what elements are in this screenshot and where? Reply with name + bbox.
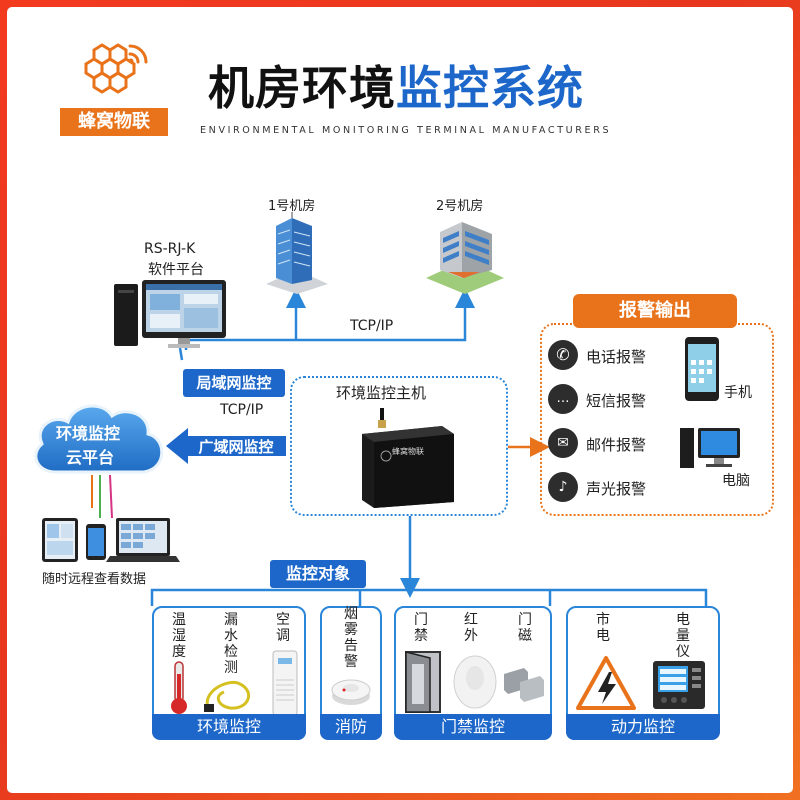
item-power-meter: 电量仪 [676,612,690,660]
pc-icon [680,428,740,468]
mobile-phone-label: 手机 [724,385,752,401]
alarm-output-title: 报警输出 [573,294,737,328]
phone-alarm-label: 电话报警 [586,348,647,366]
room-2-label: 2号机房 [436,199,484,214]
remote-view-label: 随时远程查看数据 [42,572,147,587]
group-fire-label: 消防 [320,714,382,740]
infrared-sensor-icon [453,655,497,709]
title-part1: 机房环境 [208,61,396,115]
room-1-label: 1号机房 [268,199,316,214]
item-smoke-alarm: 烟雾告警 [344,606,358,670]
software-platform-label: 软件平台 [148,262,204,278]
smoke-detector-icon [331,679,371,705]
building-1-icon [266,212,328,294]
door-icon [405,651,441,713]
power-meter-icon [653,661,705,709]
mail-icon: ✉ [548,428,578,458]
item-mains-power: 市电 [596,612,610,644]
item-water-leak: 漏水检测 [224,612,238,676]
monitor-objects-title: 监控对象 [270,560,366,588]
cloud-line2: 云平台 [66,448,115,467]
item-infrared: 红外 [464,612,478,644]
brand-logo-label: 蜂窝物联 [60,108,168,136]
host-label: 环境监控主机 [336,384,427,402]
page-subtitle: ENVIRONMENTAL MONITORING TERMINAL MANUFA… [200,125,612,136]
mobile-phone-icon [685,337,719,401]
host-box [290,376,508,516]
remote-devices-icon [42,518,180,562]
sound-light-alarm-label: 声光报警 [586,480,647,498]
device-brand-label: 蜂窝物联 [392,447,424,456]
sms-alarm-label: 短信报警 [586,392,647,410]
wan-monitor-tag: 广域网监控 [198,438,274,456]
lan-monitor-tag: 局域网监控 [183,369,285,397]
thermometer-icon [171,661,187,714]
title-part2: 监控系统 [396,61,584,115]
page-title: 机房环境监控系统 [208,52,584,118]
wan-arrow-icon [166,428,286,464]
item-air-conditioner: 空调 [276,612,290,644]
honeycomb-logo-icon [84,43,148,94]
air-conditioner-icon [272,650,298,716]
software-name: RS-RJ-K [144,241,196,257]
monitoring-host-device-icon [362,408,454,508]
sms-icon: … [548,384,578,414]
tcp-ip-label-top: TCP/IP [350,318,394,334]
water-leak-sensor-icon [204,681,251,712]
cloud-icon [34,404,164,474]
mail-alarm-label: 邮件报警 [586,436,647,454]
item-temp-humidity: 温湿度 [172,612,186,660]
high-voltage-icon [576,656,636,710]
item-door-magnet: 门磁 [518,612,532,644]
desktop-computer-icon [114,280,226,348]
door-magnet-icon [504,668,544,702]
item-access-door: 门禁 [414,612,428,644]
group-environment-label: 环境监控 [152,714,306,740]
tcp-ip-label-mid: TCP/IP [220,402,264,418]
bell-icon: ♪ [548,472,578,502]
pc-label: 电脑 [722,473,750,489]
building-2-icon [426,222,504,294]
phone-icon: ✆ [548,340,578,370]
group-access-label: 门禁监控 [394,714,552,740]
cloud-line1: 环境监控 [56,424,121,443]
group-power-label: 动力监控 [566,714,720,740]
